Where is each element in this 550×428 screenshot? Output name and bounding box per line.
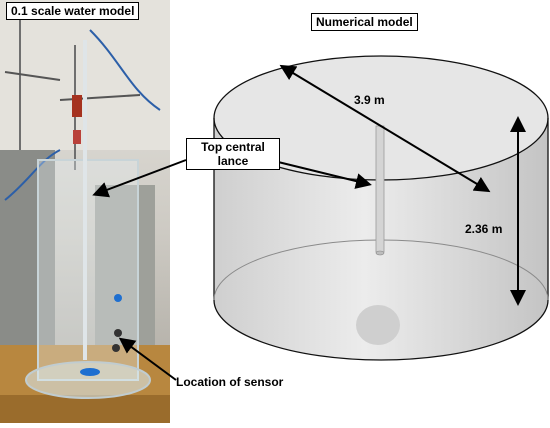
diameter-arrow <box>279 64 491 193</box>
glass-base <box>25 361 151 399</box>
sensor-callout-arrow <box>118 337 177 381</box>
blue-hose-lower <box>4 149 61 201</box>
tracer-dot <box>80 368 100 376</box>
numerical-model <box>213 55 549 361</box>
lance-callout-arrow-model <box>269 159 372 189</box>
red-clamp <box>73 130 81 144</box>
lance-tip <box>375 250 385 256</box>
sensor-callout-label: Location of sensor <box>176 375 284 389</box>
glass-cylinder <box>37 159 139 381</box>
tracer-spot <box>114 294 122 302</box>
photo-cabinet-right <box>95 185 155 355</box>
lance-rod <box>375 125 385 253</box>
model-title: Numerical model <box>311 13 418 31</box>
height-label: 2.36 m <box>465 222 503 236</box>
cylinder-bottom-front <box>213 299 549 361</box>
sensor-probe-lower <box>112 344 120 352</box>
lance-callout-arrow-photo <box>92 159 187 198</box>
lance-callout-label: Top central lance <box>186 138 280 170</box>
clamp-arm-left <box>4 71 61 81</box>
diameter-label: 3.9 m <box>354 93 385 107</box>
red-valve <box>72 95 82 117</box>
water-model-photo <box>0 0 170 423</box>
blue-hose <box>89 29 161 111</box>
sensor-shadow <box>356 305 400 345</box>
sensor-probe <box>114 329 122 337</box>
photo-cabinet <box>0 150 55 350</box>
photo-title: 0.1 scale water model <box>6 2 140 20</box>
table-edge <box>0 395 170 423</box>
